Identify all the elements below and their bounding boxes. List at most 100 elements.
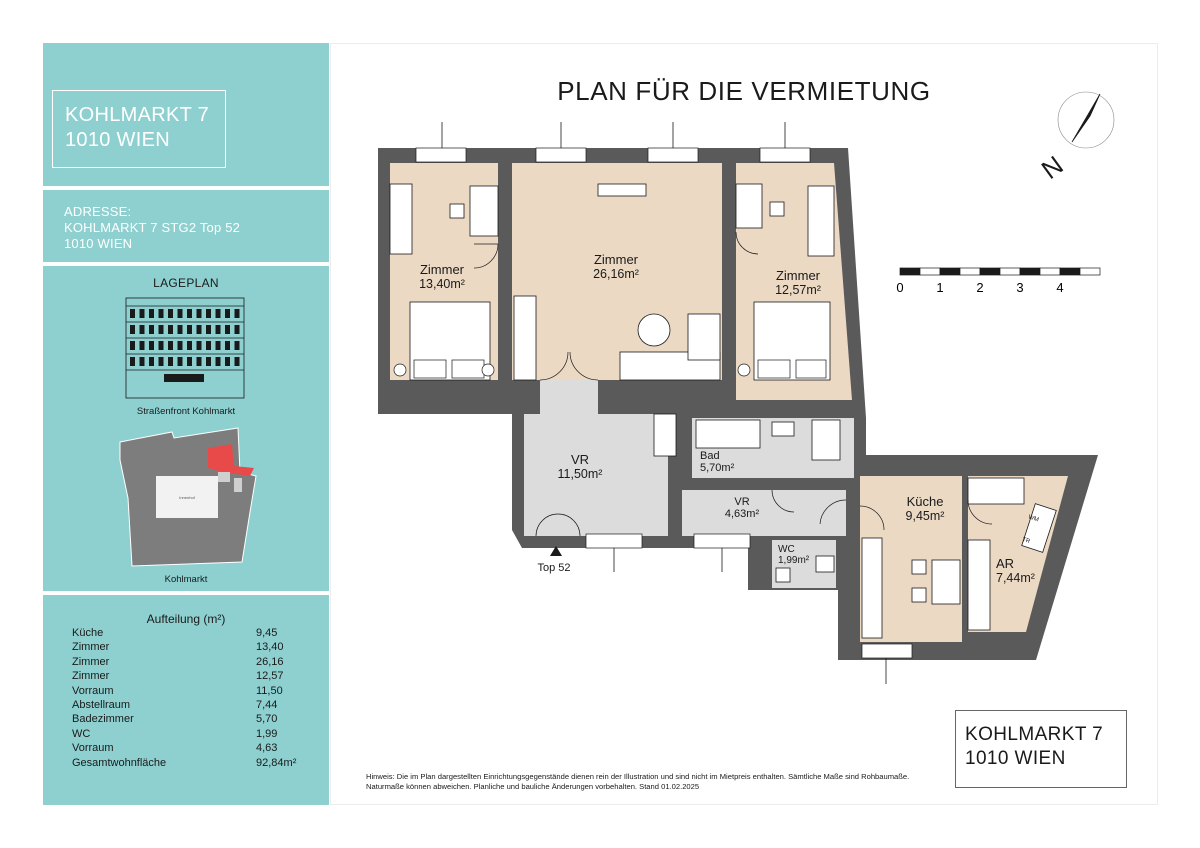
room-name: Zimmer — [775, 268, 821, 283]
area-row-name: Vorraum — [72, 684, 114, 697]
scale-segment — [1059, 267, 1081, 276]
area-row-name: Küche — [72, 627, 104, 639]
facade-window — [139, 309, 145, 318]
scale-label: 4 — [1056, 280, 1063, 295]
facade-window — [225, 357, 230, 366]
room-wc: WC 1,99m² — [778, 544, 812, 566]
area-row-name: Zimmer — [72, 641, 110, 654]
facade-window — [187, 341, 192, 350]
facade-window — [187, 357, 192, 366]
scale-segment — [999, 267, 1021, 276]
address-block: ADRESSE: KOHLMARKT 7 STG2 Top 52 1010 WI… — [64, 204, 240, 252]
room-name: Zimmer — [593, 252, 639, 267]
room-area: 9,45m² — [905, 509, 945, 523]
room-bad: Bad 5,70m² — [700, 450, 746, 474]
scale-segment — [899, 267, 921, 276]
area-row-name: Abstellraum — [72, 698, 131, 711]
facade-window — [177, 357, 183, 366]
area-row-value: 7,44 — [256, 698, 278, 711]
facade-window — [149, 309, 154, 318]
facade-window — [149, 357, 154, 366]
room-name: VR — [734, 496, 750, 508]
facade-window — [215, 341, 221, 350]
facade-window — [206, 341, 211, 350]
scale-segment — [939, 267, 961, 276]
facade-window — [234, 325, 240, 334]
room-name: WC — [778, 544, 795, 555]
area-row-value: 11,50 — [256, 684, 283, 697]
facade-window — [206, 357, 211, 366]
area-row-value: 5,70 — [256, 713, 278, 726]
facade-window — [130, 341, 135, 350]
area-table-row: Abstellraum 7,44 — [72, 698, 308, 712]
room-area: 13,40m² — [419, 277, 465, 291]
room-area: 7,44m² — [996, 571, 1035, 585]
site-caption: Kohlmarkt — [164, 574, 208, 585]
facade-window — [215, 357, 221, 366]
address-line1: KOHLMARKT 7 STG2 Top 52 — [64, 220, 241, 235]
room-area: 5,70m² — [700, 462, 735, 474]
area-row-value: 12,57 — [256, 670, 284, 683]
facade-window — [187, 325, 192, 334]
address-box: KOHLMARKT 7 1010 WIEN — [955, 710, 1127, 788]
facade-window — [177, 309, 183, 318]
facade-window — [130, 325, 135, 334]
facade-window — [149, 341, 154, 350]
room-area: 4,63m² — [724, 508, 760, 520]
room-area: 1,99m² — [778, 555, 810, 566]
room-name: Küche — [906, 494, 944, 509]
facade-window — [234, 357, 240, 366]
room-name: VR — [570, 452, 590, 467]
room-name: Bad — [700, 450, 720, 462]
facade-window — [196, 325, 202, 334]
room-vr2: VR 4,63m² — [712, 496, 772, 520]
scale-segment — [1079, 267, 1101, 276]
area-table-row: Zimmer 12,57 — [72, 669, 308, 683]
sidebar-title-line1: KOHLMARKT 7 — [65, 104, 210, 126]
facade-window — [196, 341, 202, 350]
area-table-row: Vorraum 4,63 — [72, 741, 308, 755]
area-table-row: Gesamtwohnfläche 92,84m² — [72, 756, 308, 770]
aufteilung-heading: Aufteilung (m²) — [146, 612, 226, 626]
facade-window — [215, 309, 221, 318]
area-row-name: Zimmer — [72, 670, 110, 683]
room-zimmer3: Zimmer 12,57m² — [758, 268, 838, 297]
facade-window — [168, 325, 173, 334]
area-row-name: Gesamtwohnfläche — [72, 756, 167, 769]
facade-window — [168, 357, 173, 366]
room-area: 11,50m² — [557, 467, 603, 481]
facade-window — [206, 309, 211, 318]
area-table-row: Zimmer 13,40 — [72, 640, 308, 654]
address-box-line2: 1010 WIEN — [965, 748, 1066, 769]
area-table-row: Küche 9,45 — [72, 626, 308, 640]
area-row-value: 13,40 — [256, 641, 284, 654]
address-box-line1: KOHLMARKT 7 — [965, 724, 1104, 745]
scale-segment — [919, 267, 941, 276]
entrance-label: Top 52 — [537, 562, 571, 574]
facade-window — [196, 357, 202, 366]
scale-label: 0 — [896, 280, 903, 295]
sidebar-divider — [43, 262, 329, 266]
room-area: 12,57m² — [775, 283, 821, 297]
area-row-value: 92,84m² — [256, 756, 297, 769]
facade-window — [139, 341, 145, 350]
disclaimer-note: Hinweis: Die im Plan dargestellten Einri… — [366, 772, 910, 791]
area-row-value: 9,45 — [256, 627, 278, 639]
sidebar-divider — [43, 186, 329, 190]
facade-window — [187, 309, 192, 318]
facade-window — [215, 325, 221, 334]
facade-window — [234, 309, 240, 318]
room-vr1: VR 11,50m² — [540, 452, 620, 481]
area-row-value: 4,63 — [256, 742, 278, 755]
room-name: AR — [996, 556, 1015, 571]
facade-window — [130, 357, 135, 366]
facade-window — [177, 341, 183, 350]
scale-label: 1 — [936, 280, 943, 295]
room-name: Zimmer — [419, 262, 465, 277]
area-row-name: Vorraum — [72, 742, 114, 755]
facade-window — [139, 357, 145, 366]
